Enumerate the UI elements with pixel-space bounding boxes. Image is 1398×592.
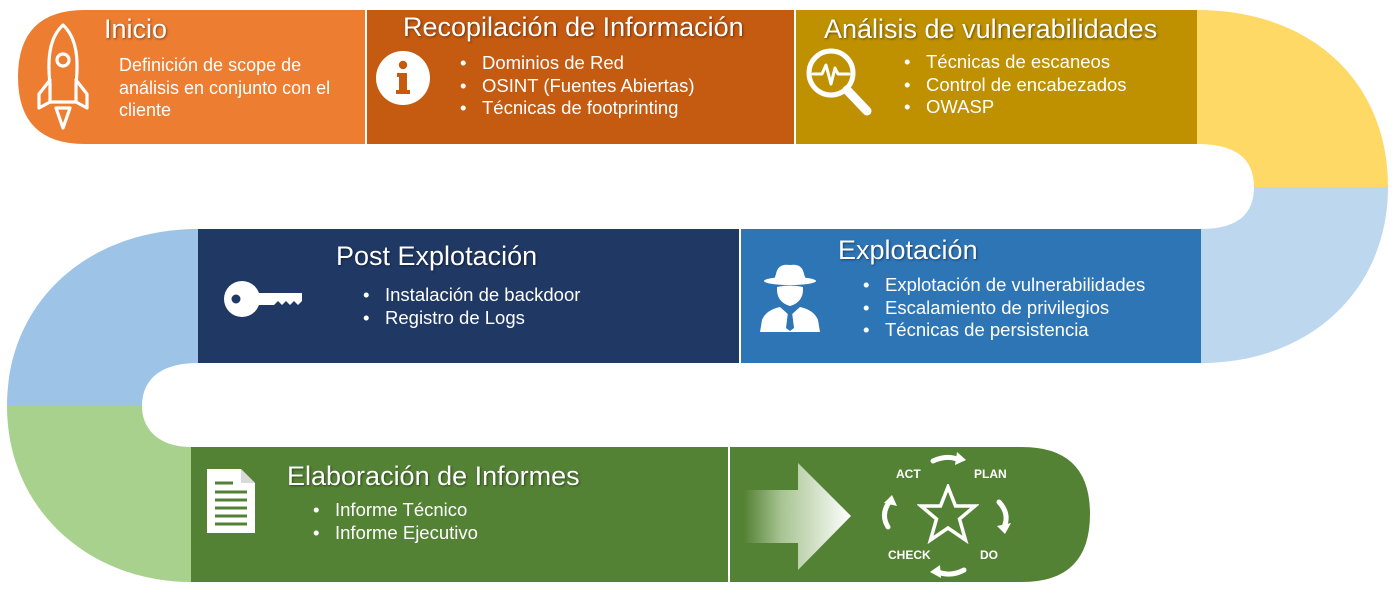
magnifier-pulse-icon: [804, 46, 874, 118]
cycle-label-do: DO: [980, 548, 998, 562]
cycle-label-plan: PLAN: [974, 467, 1007, 481]
document-icon: [205, 467, 257, 535]
cycle-label-act: ACT: [896, 467, 921, 481]
list-item: Explotación de vulnerabilidades: [863, 274, 1145, 297]
list-item: Escalamiento de privilegios: [863, 297, 1145, 320]
stage-inicio-shape: [18, 10, 365, 144]
list-item: Técnicas de persistencia: [863, 319, 1145, 342]
stage-recopilacion-title: Recopilación de Información: [403, 12, 744, 42]
cycle-arrowheads: [884, 452, 1011, 578]
list-item: OWASP: [904, 96, 1127, 119]
gradient-arrow: [744, 463, 851, 570]
stage-informes-list: Informe Técnico Informe Ejecutivo: [313, 499, 478, 544]
stage-recopilacion-list: Dominios de Red OSINT (Fuentes Abiertas)…: [460, 52, 695, 120]
spy-icon: [758, 260, 822, 332]
list-item: Informe Ejecutivo: [313, 522, 478, 545]
cycle-label-check: CHECK: [888, 548, 931, 562]
info-icon: [375, 50, 431, 106]
stage-analisis-list: Técnicas de escaneos Control de encabeza…: [904, 51, 1127, 119]
rocket-icon: [34, 22, 92, 134]
curve-right-upper: [1197, 10, 1388, 187]
key-icon: [223, 279, 303, 319]
cycle-end-shape: [730, 447, 1090, 582]
curve-right-lower: [1201, 187, 1388, 363]
list-item: Registro de Logs: [363, 307, 580, 330]
list-item: OSINT (Fuentes Abiertas): [460, 75, 695, 98]
list-item: Instalación de backdoor: [363, 284, 580, 307]
curve-left-upper: [7, 229, 198, 406]
curve-left-lower: [7, 406, 191, 582]
stage-post-title: Post Explotación: [336, 241, 538, 271]
list-item: Informe Técnico: [313, 499, 478, 522]
list-item: Técnicas de escaneos: [904, 51, 1127, 74]
stage-analisis-title: Análisis de vulnerabilidades: [824, 14, 1158, 44]
list-item: Técnicas de footprinting: [460, 97, 695, 120]
stage-inicio-title: Inicio: [104, 14, 168, 44]
list-item: Control de encabezados: [904, 74, 1127, 97]
list-item: Dominios de Red: [460, 52, 695, 75]
stage-explotacion-title: Explotación: [838, 235, 978, 265]
stage-inicio-description: Definición de scope de análisis en conju…: [119, 55, 331, 120]
stage-explotacion-list: Explotación de vulnerabilidades Escalami…: [863, 274, 1145, 342]
stage-post-list: Instalación de backdoor Registro de Logs: [363, 284, 580, 329]
star-icon: [916, 482, 980, 545]
stage-informes-title: Elaboración de Informes: [287, 461, 580, 491]
